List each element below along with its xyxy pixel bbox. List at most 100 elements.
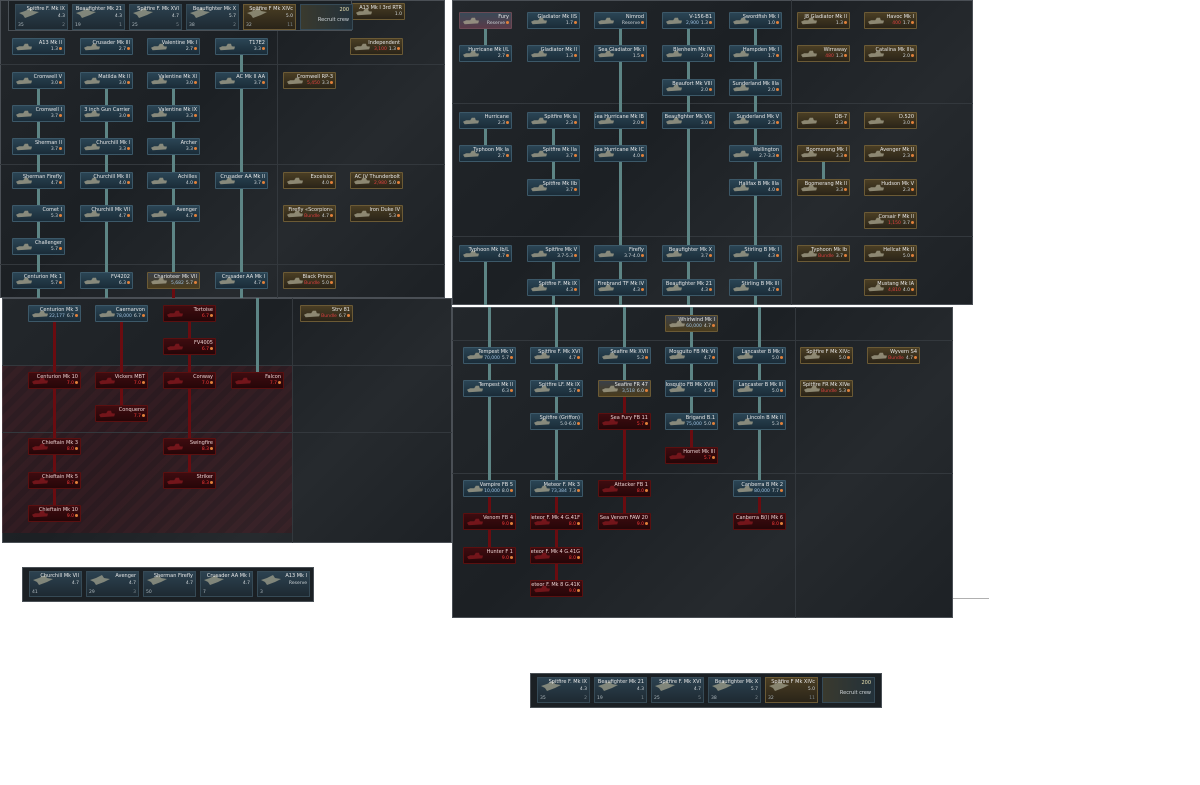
vehicle-card[interactable]: Catalina Mk IIIa2.0 <box>864 45 917 62</box>
vehicle-card[interactable]: Crusader AA Mk II3.7 <box>215 172 268 189</box>
vehicle-card[interactable]: Beaufort Mk VIII2.0 <box>662 79 715 96</box>
vehicle-card[interactable]: Sea Hurricane Mk IC4.0 <box>594 145 647 162</box>
vehicle-card[interactable]: Spitfire Mk IIb3.7 <box>527 179 580 196</box>
vehicle-card[interactable]: Spitfire Mk IIa3.7 <box>527 145 580 162</box>
vehicle-card[interactable]: Lancaster B Mk I5.0 <box>733 347 786 364</box>
vehicle-card[interactable]: Corsair F Mk II1,1503.7 <box>864 212 917 229</box>
vehicle-card[interactable]: Centurion Mk 15.7 <box>12 272 65 289</box>
vehicle-card[interactable]: Gladiator Mk II1.3 <box>527 45 580 62</box>
vehicle-card[interactable]: Strv 81Bundle6.7 <box>300 305 353 322</box>
vehicle-card[interactable]: T17E23.3 <box>215 38 268 55</box>
vehicle-card[interactable]: A13 Mk II1.3 <box>12 38 65 55</box>
vehicle-card[interactable]: Sherman Firefly4.7 <box>12 172 65 189</box>
vehicle-card[interactable]: Gladiator Mk IIS1.7 <box>527 12 580 29</box>
vehicle-card[interactable]: Wellington2.7-3.3 <box>729 145 782 162</box>
vehicle-card[interactable]: Spitfire Mk V3.7-5.3 <box>527 245 580 262</box>
vehicle-card[interactable]: Attacker FB 18.0 <box>598 480 651 497</box>
vehicle-card[interactable]: Conqueror7.7 <box>95 405 148 422</box>
vehicle-card[interactable]: Swordfish Mk I1.0 <box>729 12 782 29</box>
vehicle-card[interactable]: Tempest Mk II6.3 <box>463 380 516 397</box>
vehicle-card[interactable]: Hampden Mk I1.7 <box>729 45 782 62</box>
vehicle-card[interactable]: Valentine Mk I2.7 <box>147 38 200 55</box>
vehicle-card[interactable]: D.5203.0 <box>864 112 917 129</box>
vehicle-card[interactable]: Beaufighter Mk VIc3.0 <box>662 112 715 129</box>
vehicle-card[interactable]: Sea Hurricane Mk IB2.0 <box>594 112 647 129</box>
vehicle-card[interactable]: FuryReserve <box>459 12 512 29</box>
vehicle-card[interactable]: Vickers MBT7.0 <box>95 372 148 389</box>
vehicle-card[interactable]: Hurricane Mk I/L2.7 <box>459 45 512 62</box>
crew-slot[interactable]: Spitfire F. Mk IX4.3352 <box>537 677 590 703</box>
vehicle-card[interactable]: Comet I5.3 <box>12 205 65 222</box>
crew-slot[interactable]: Spitfire F. Mk XVI4.7255 <box>651 677 704 703</box>
vehicle-card[interactable]: Spitfire LF. Mk IX5.7 <box>530 380 583 397</box>
vehicle-card[interactable]: Tortoise6.7 <box>163 305 216 322</box>
vehicle-card[interactable]: Meteor F. Mk 4 G.41F8.0 <box>530 513 583 530</box>
vehicle-card[interactable]: Spitfire FR Mk XIVeBundle5.3 <box>800 380 853 397</box>
vehicle-card[interactable]: Centurion Mk 107.0 <box>28 372 81 389</box>
vehicle-card[interactable]: Churchill Mk III4.0 <box>80 172 133 189</box>
vehicle-card[interactable]: Wyvern S4Bundle4.7 <box>867 347 920 364</box>
vehicle-card[interactable]: Excelsior4.0 <box>283 172 336 189</box>
vehicle-card[interactable]: Canberra B Mk 280,0007.7 <box>733 480 786 497</box>
vehicle-card[interactable]: Chieftain Mk 58.7 <box>28 472 81 489</box>
vehicle-card[interactable]: Beaufighter Mk X3.7 <box>662 245 715 262</box>
vehicle-card[interactable]: Cromwell V3.0 <box>12 72 65 89</box>
vehicle-card[interactable]: Crusader AA Mk I4.7 <box>215 272 268 289</box>
crew-slot[interactable]: Beaufighter Mk X5.7382 <box>708 677 761 703</box>
vehicle-card[interactable]: Spitfire F. Mk IX4.3 <box>527 279 580 296</box>
vehicle-card[interactable]: Wirraway4801.3 <box>797 45 850 62</box>
vehicle-card[interactable]: Centurion Mk 322,1776.7 <box>28 305 81 322</box>
crew-slot[interactable]: Beaufighter Mk 214.3191 <box>72 4 125 30</box>
vehicle-card[interactable]: Swingfire8.3 <box>163 438 216 455</box>
vehicle-card[interactable]: FV42026.3 <box>80 272 133 289</box>
crew-slot[interactable]: Spitfire F Mk XIVc5.03211 <box>243 4 296 30</box>
vehicle-card[interactable]: Falcon7.7 <box>231 372 284 389</box>
vehicle-card[interactable]: Sea Venom FAW 209.0 <box>598 513 651 530</box>
vehicle-card[interactable]: Independent3,1001.3 <box>350 38 403 55</box>
vehicle-card[interactable]: Boomerang Mk I3.3 <box>797 145 850 162</box>
vehicle-card[interactable]: Venom FB 49.0 <box>463 513 516 530</box>
vehicle-card[interactable]: Valentine Mk XI3.0 <box>147 72 200 89</box>
recruit-crew-button[interactable]: 200Recruit crew <box>300 4 353 30</box>
vehicle-card[interactable]: Chieftain Mk 38.0 <box>28 438 81 455</box>
vehicle-card[interactable]: Mosquito FB Mk XVIII4.3 <box>665 380 718 397</box>
vehicle-card[interactable]: Challenger5.7 <box>12 238 65 255</box>
vehicle-card[interactable]: Achilles4.0 <box>147 172 200 189</box>
vehicle-card[interactable]: Seafire Mk XVII5.3 <box>598 347 651 364</box>
vehicle-card[interactable]: Iron Duke IV5.3 <box>350 205 403 222</box>
vehicle-card[interactable]: Hunter F 19.0 <box>463 547 516 564</box>
vehicle-card[interactable]: Conway7.0 <box>163 372 216 389</box>
crew-slot[interactable]: Crusader AA Mk I4.77 <box>200 571 253 597</box>
vehicle-card[interactable]: Lincoln B Mk II5.3 <box>733 413 786 430</box>
crew-slot[interactable]: Beaufighter Mk X5.7382 <box>186 4 239 30</box>
vehicle-card[interactable]: Havoc Mk I4001.7 <box>864 12 917 29</box>
vehicle-card[interactable]: J8 Gladiator Mk II1.3 <box>797 12 850 29</box>
vehicle-card[interactable]: NimrodReserve <box>594 12 647 29</box>
vehicle-card[interactable]: V-156-B12,9001.3 <box>662 12 715 29</box>
vehicle-card[interactable]: Firefly3.7-4.0 <box>594 245 647 262</box>
vehicle-card[interactable]: FV40056.7 <box>163 338 216 355</box>
crew-slot[interactable]: Spitfire F. Mk IX4.3352 <box>15 4 68 30</box>
vehicle-card[interactable]: Typhoon Mk IbBundle3.7 <box>797 245 850 262</box>
vehicle-card[interactable]: Chieftain Mk 109.0 <box>28 505 81 522</box>
vehicle-card[interactable]: Crusader Mk III2.7 <box>80 38 133 55</box>
crew-slot[interactable]: Sherman Firefly4.750 <box>143 571 196 597</box>
crew-slot[interactable]: Beaufighter Mk 214.3191 <box>594 677 647 703</box>
vehicle-card[interactable]: Brigand B.175,0005.0 <box>665 413 718 430</box>
vehicle-card[interactable]: Caernarvon78,0006.7 <box>95 305 148 322</box>
vehicle-card[interactable]: Canberra B(I) Mk 68.0 <box>733 513 786 530</box>
vehicle-card[interactable]: Churchill Mk I3.3 <box>80 138 133 155</box>
vehicle-card[interactable]: Charioteer Mk VII5,6825.7 <box>147 272 200 289</box>
vehicle-card[interactable]: Archer3.3 <box>147 138 200 155</box>
vehicle-card[interactable]: Spitfire F Mk XIVc5.0 <box>800 347 853 364</box>
vehicle-card[interactable]: Black PrinceBundle5.0 <box>283 272 336 289</box>
vehicle-card[interactable]: Sea Fury FB 115.7 <box>598 413 651 430</box>
vehicle-card[interactable]: Hellcat Mk II5.0 <box>864 245 917 262</box>
vehicle-card[interactable]: Cromwell RP-35,4503.3 <box>283 72 336 89</box>
vehicle-card[interactable]: AC Mk II AA3.7 <box>215 72 268 89</box>
vehicle-card[interactable]: Matilda Mk II3.0 <box>80 72 133 89</box>
vehicle-card[interactable]: Spitfire Mk Ia2.3 <box>527 112 580 129</box>
vehicle-card[interactable]: Sunderland Mk V2.3 <box>729 112 782 129</box>
vehicle-card[interactable]: Whirlwind Mk I60,0004.7 <box>665 315 718 332</box>
vehicle-card[interactable]: DB-72.3 <box>797 112 850 129</box>
